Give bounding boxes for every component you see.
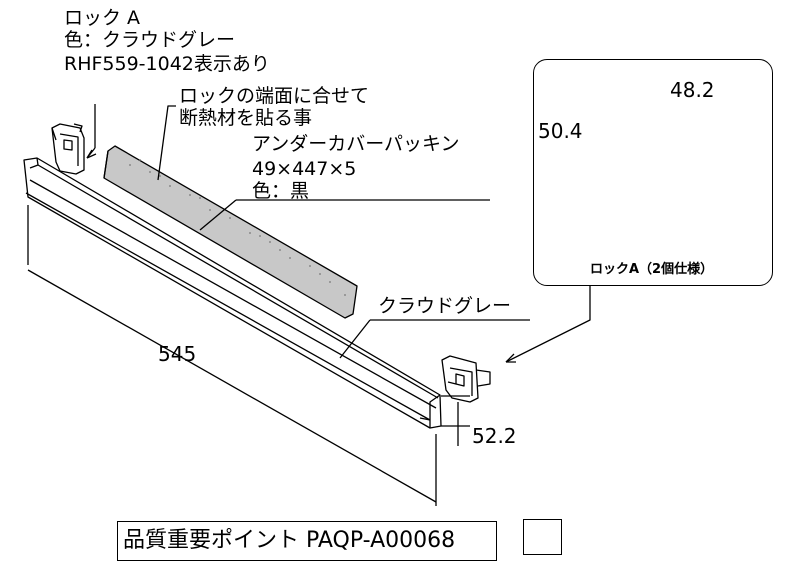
dimension-height-label: 52.2 <box>472 424 517 448</box>
inset-callout-box <box>533 59 773 286</box>
lock-a-color: 色：クラウドグレー <box>64 29 236 51</box>
packing-size: 49×447×5 <box>252 158 357 180</box>
lock-a-marking: RHF559-1042表示あり <box>64 53 270 75</box>
dimension-length-label: 545 <box>158 342 197 366</box>
packing-color: 色：黒 <box>252 180 310 202</box>
lock-a-right <box>441 355 491 403</box>
packing-strip <box>103 145 358 319</box>
cover-color-label: クラウドグレー <box>378 295 512 317</box>
align-note-line1: ロックの端面に合せて <box>179 85 370 107</box>
align-note-line2: 断熱材を貼る事 <box>179 107 313 129</box>
dimension-height <box>441 395 470 446</box>
quality-point-box: 品質重要ポイント PAQP-A00068 <box>117 521 497 561</box>
lock-a-left <box>51 123 85 175</box>
lock-a-title: ロック A <box>64 7 141 29</box>
packing-name: アンダーカバーパッキン <box>252 133 460 155</box>
check-box[interactable] <box>523 519 562 555</box>
under-cover-panel <box>23 157 442 429</box>
dimension-length <box>27 205 437 506</box>
inset-width-label: 48.2 <box>670 78 715 102</box>
leader-lines <box>86 104 591 363</box>
inset-caption: ロックA（2個仕様） <box>590 262 714 277</box>
quality-point-text: 品質重要ポイント PAQP-A00068 <box>123 528 456 553</box>
inset-height-label: 50.4 <box>538 119 583 143</box>
